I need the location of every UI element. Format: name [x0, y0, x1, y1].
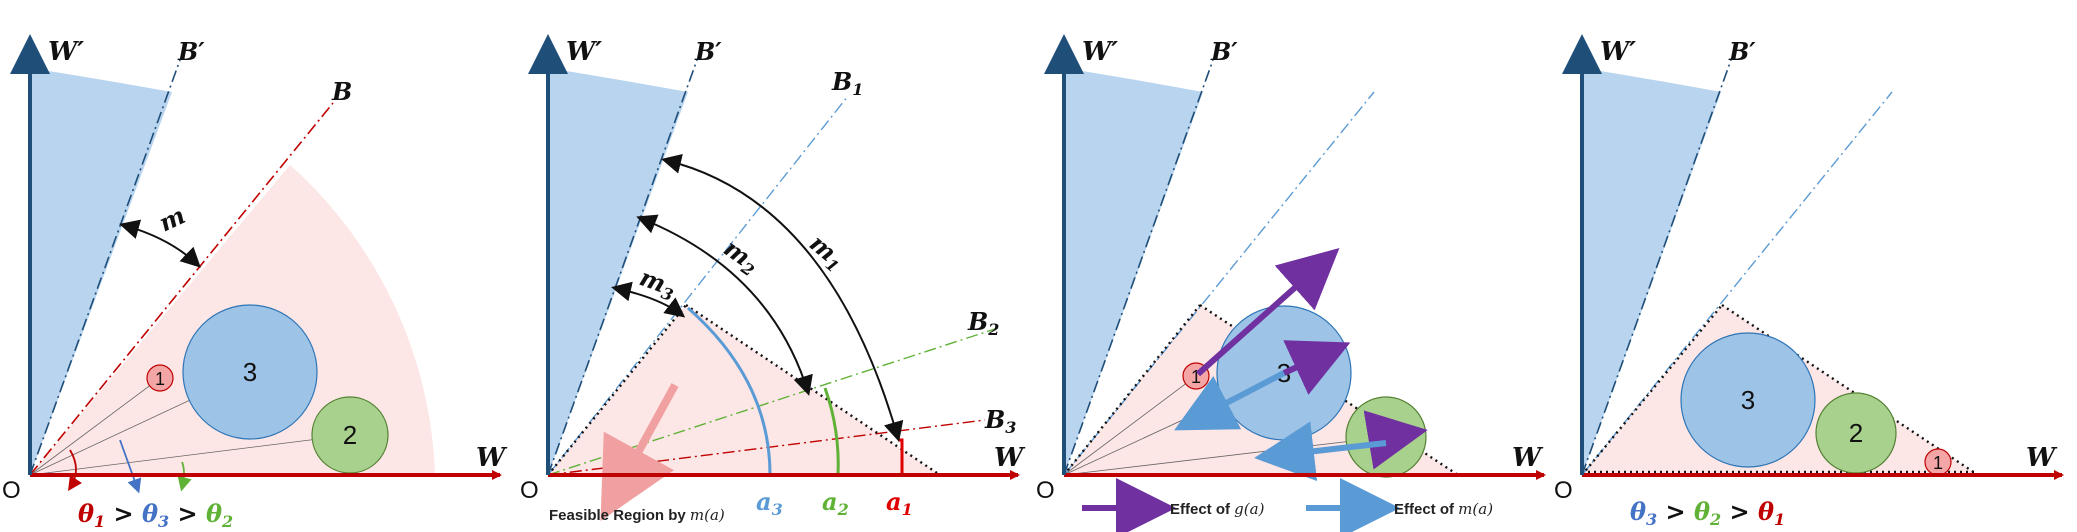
wprime-label: W′: [1600, 37, 1636, 67]
bprime-line: [29, 59, 181, 476]
legend-m-label: Effect of m(a): [1394, 500, 1493, 518]
panel-2: m1 m2 m3 W′ B′ B1 B2 B3 W O a3 a2 a1 Fea…: [520, 34, 1026, 524]
wprime-label: W′: [1082, 37, 1118, 67]
circle-1-label: 1: [155, 369, 165, 389]
w-label: W: [2026, 443, 2058, 473]
w-label: W: [1512, 443, 1544, 473]
margin-label: m: [154, 200, 189, 237]
circle-3-label: 3: [243, 357, 257, 387]
feasible-region-caption: Feasible Region by m(a): [549, 506, 725, 524]
effect-g-arrow-1: [1196, 248, 1340, 377]
circle-3: [182, 304, 318, 440]
circle-3-label: 3: [1741, 385, 1755, 415]
wprime-label: W′: [48, 37, 84, 67]
theta3-arc: [119, 439, 142, 494]
m3-label: m3: [635, 262, 680, 305]
ray-to-circle-1: [29, 377, 161, 476]
bprime-line: [1063, 59, 1214, 476]
m3-arc: [611, 281, 686, 318]
origin-label: O: [520, 477, 539, 504]
b1-line: [1063, 91, 1375, 476]
angle-relation: θ3 > θ2 > θ1: [1630, 497, 1785, 529]
origin-label: O: [1554, 477, 1573, 504]
m2-label: m2: [717, 233, 765, 280]
b-line: [29, 102, 334, 476]
angle-relation: θ1 > θ3 > θ2: [78, 499, 233, 531]
origin-label: O: [1036, 477, 1055, 504]
circle-1-label: 1: [1933, 453, 1943, 473]
a3-label: a3: [756, 487, 783, 519]
m1-label: m1: [802, 228, 851, 276]
circle-2-label: 2: [1849, 418, 1863, 448]
margin-arc: [119, 219, 201, 268]
feasible-region-triangle: [548, 305, 940, 475]
origin-label: O: [2, 477, 21, 504]
boundary-dotted-left: [1581, 304, 1723, 476]
ray-to-circle-2: [29, 434, 351, 476]
b-label: B: [331, 77, 352, 106]
panel-1: 3 2 1 m W′ B′ B W O θ1 > θ3 > θ2: [2, 34, 508, 531]
bprime-line: [1581, 59, 1732, 476]
bprime-label: B′: [177, 37, 205, 66]
b1-label: B1: [831, 67, 863, 99]
legend-g-label: Effect of g(a): [1170, 500, 1265, 518]
panel-4: 3 2 1 W′ B′ W O θ3 > θ2 > θ1: [1554, 34, 2064, 529]
feasible-arrow: [600, 383, 679, 522]
wprime-shaded-wedge: [1582, 68, 1721, 475]
b2-label: B2: [967, 307, 999, 339]
boundary-dotted-left: [1063, 304, 1201, 476]
wprime-shaded-wedge: [1064, 68, 1203, 475]
theta1-arc: [68, 449, 82, 491]
wprime-label: W′: [566, 37, 602, 67]
m2-arc: [636, 214, 813, 396]
w-label: W: [476, 443, 508, 473]
circle-2-label: 2: [343, 420, 357, 450]
bprime-label: B′: [694, 37, 722, 66]
bprime-label: B′: [1210, 37, 1238, 66]
circle-3: [1680, 332, 1816, 468]
b3-label: B3: [984, 405, 1016, 437]
bprime-line: [547, 59, 698, 476]
a1-label: a1: [886, 487, 913, 519]
wprime-shaded-wedge: [548, 68, 688, 475]
b1-line: [1581, 91, 1893, 476]
effect-m-arrow-2: [1254, 421, 1387, 482]
effect-g-arrow-2: [1363, 410, 1428, 470]
panel-3: 3 2 1 W′ B′ W O Effect of g(a) Effect of…: [1036, 34, 1546, 532]
circle-1: [146, 364, 174, 392]
w-label: W: [994, 443, 1026, 473]
wprime-shaded-wedge: [30, 68, 172, 475]
ray-to-circle-1: [1063, 375, 1197, 476]
a2-label: a2: [822, 487, 849, 519]
effect-m-arrow-3: [1174, 370, 1286, 431]
effect-g-arrow-3: [1282, 340, 1351, 395]
boundary-dotted-left: [547, 304, 687, 476]
bprime-label: B′: [1728, 37, 1756, 66]
ray-to-circle-2: [1063, 436, 1387, 476]
